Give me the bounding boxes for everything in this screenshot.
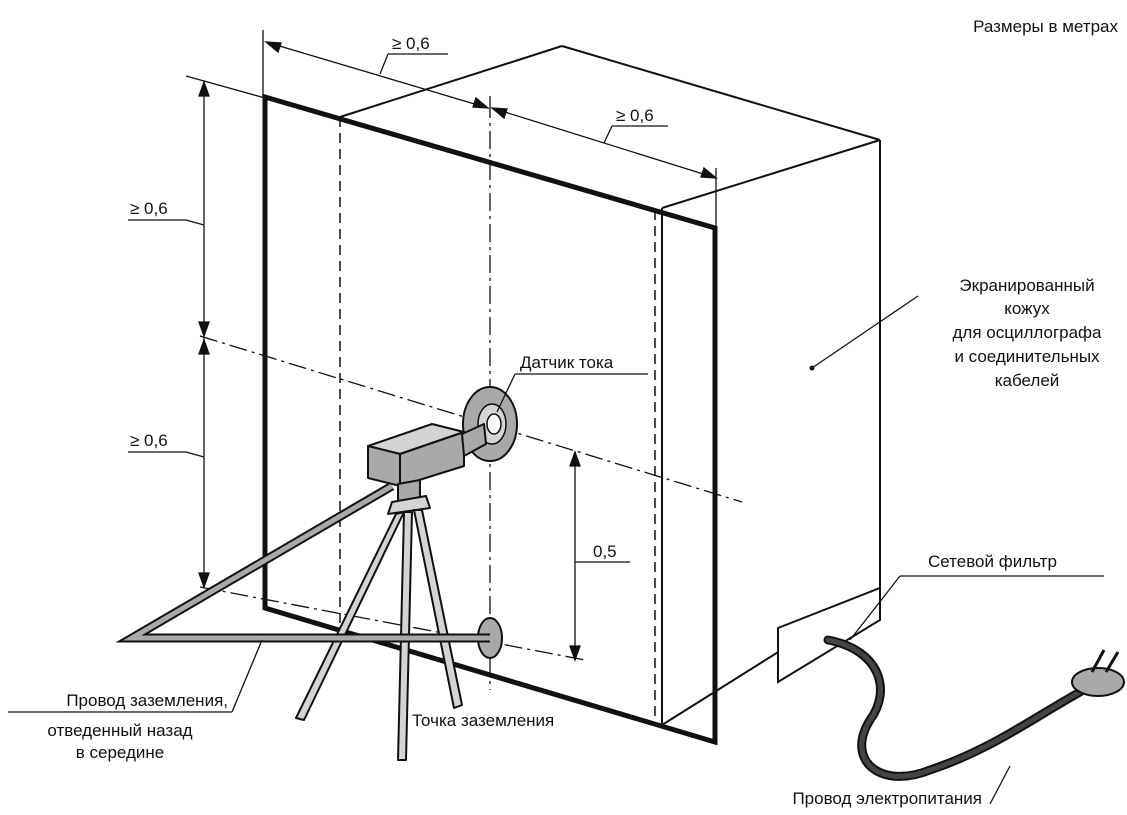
enclosure-label-line3: для осциллографа (953, 323, 1103, 342)
units-note: Размеры в метрах (973, 17, 1118, 36)
enclosure-label-line5: кабелей (995, 371, 1060, 390)
power-cord-leader (989, 765, 1011, 805)
enclosure-label-line2: кожух (1004, 299, 1050, 318)
camera-body (367, 423, 487, 487)
ground-plane (262, 93, 718, 746)
dimension-probe-height (569, 450, 630, 662)
enclosure-leader-dot (809, 365, 815, 371)
bottom-reference-line (199, 586, 586, 661)
ground-wire-leader (8, 639, 263, 713)
power-plug (1071, 649, 1125, 697)
dimension-left-lower-label: ≥ 0,6 (130, 431, 168, 450)
line-filter (777, 586, 881, 684)
dimension-top-depth-label: ≥ 0,6 (616, 106, 654, 125)
ground-wire (115, 482, 490, 643)
dashed-guides (339, 117, 656, 722)
dimension-top-depth (490, 107, 718, 228)
dimension-top-width-label: ≥ 0,6 (392, 34, 430, 53)
power-cord-label: Провод электропитания (792, 789, 982, 808)
current-sensor-leader (496, 373, 648, 413)
dimension-left-upper-label: ≥ 0,6 (130, 199, 168, 218)
ground-wire-label-line1: Провод заземления, (66, 691, 228, 710)
enclosure-leader (811, 295, 919, 369)
dimension-left-height (128, 75, 266, 589)
line-filter-label: Сетевой фильтр (928, 552, 1057, 571)
ground-wire-label-line2: отведенный назад (47, 721, 192, 740)
line-filter-leader (849, 575, 1104, 641)
enclosure-label-line4: и соединительных (954, 347, 1100, 366)
enclosure-label-line1: Экранированный (959, 276, 1094, 295)
power-cord (823, 635, 1085, 781)
current-sensor-label: Датчик тока (520, 353, 614, 372)
dimension-top-width (262, 30, 491, 109)
ground-wire-label-line3: в середине (76, 743, 165, 762)
dimension-probe-height-label: 0,5 (593, 542, 617, 561)
ground-point-label: Точка заземления (412, 711, 554, 730)
